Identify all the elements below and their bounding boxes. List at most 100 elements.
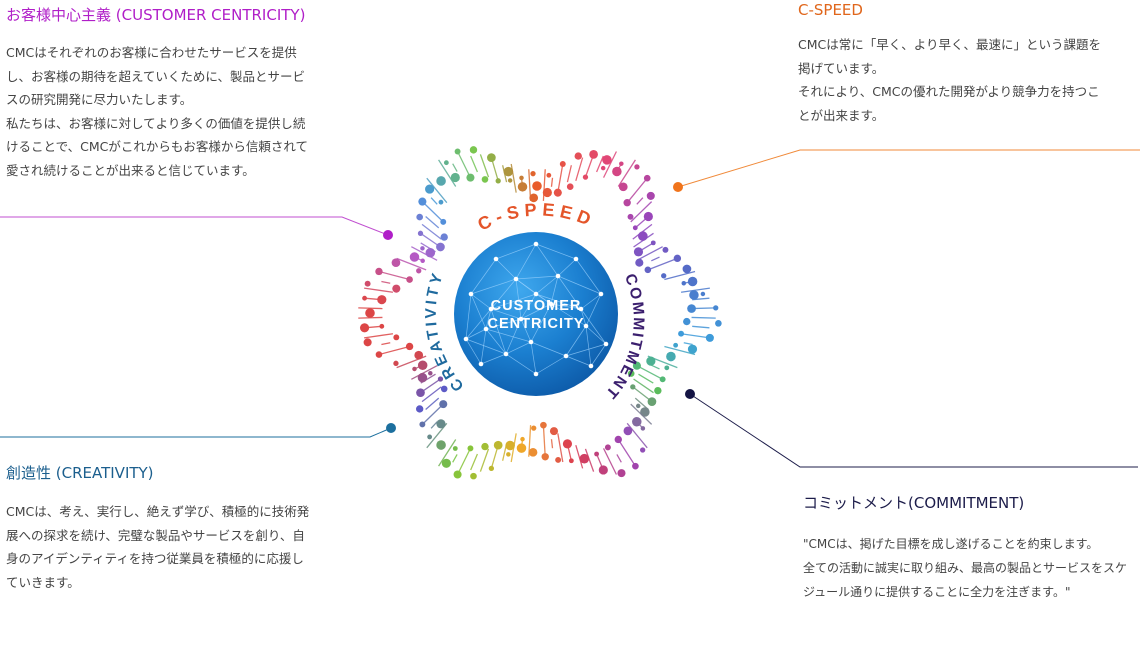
helix-bead <box>530 171 536 177</box>
helix-bead <box>553 188 562 197</box>
helix-bead <box>503 166 514 177</box>
helix-rung <box>557 433 564 463</box>
helix-bead <box>673 254 682 263</box>
mesh-node <box>588 363 594 369</box>
helix-bead <box>540 421 547 429</box>
helix-bead <box>516 443 527 453</box>
mesh-link <box>480 353 507 365</box>
c-speed-line-1: CMCは常に「早く、より早く、最速に」という課題を <box>798 37 1101 52</box>
mesh-link <box>465 338 507 355</box>
helix-rung <box>664 345 696 356</box>
helix-bead <box>420 258 425 264</box>
mesh-link <box>495 243 537 260</box>
helix-bead <box>614 435 622 444</box>
customer-centricity-globe: CUSTOMER CENTRICITY <box>454 232 618 396</box>
mesh-link <box>585 293 602 327</box>
helix-rung <box>584 448 595 472</box>
helix-bead <box>600 165 606 171</box>
helix-bead <box>627 370 635 377</box>
mesh-node <box>513 276 519 282</box>
helix-rung <box>626 177 648 204</box>
helix-bead <box>436 440 446 450</box>
mesh-link <box>530 341 537 375</box>
helix-bead <box>415 405 424 413</box>
helix-bead <box>391 258 401 268</box>
center-line-1: CUSTOMER <box>491 298 582 314</box>
mesh-node <box>533 371 539 377</box>
helix-bead <box>393 334 400 341</box>
creativity-line-2: 展への探求を続け、完璧な製品やサービスを創り、自 <box>6 527 305 543</box>
mesh-node <box>598 291 604 297</box>
mesh-link <box>557 275 582 310</box>
commitment-line-2: 全ての活動に誠実に取り組み、最高の製品とサービスをスケ <box>803 561 1128 575</box>
mesh-node <box>478 361 484 367</box>
helix-bead <box>487 153 496 162</box>
customer-centricity-line-3: スの研究開発に尽力いたします。 <box>6 92 193 107</box>
mesh-link <box>520 318 532 343</box>
helix-rung <box>651 364 660 370</box>
helix-bead <box>495 178 501 184</box>
helix-bead <box>393 360 399 366</box>
mesh-link <box>505 353 537 375</box>
mesh-node <box>583 323 589 329</box>
helix-bead <box>359 323 370 333</box>
helix-bead <box>582 174 589 180</box>
helix-rung <box>680 287 710 293</box>
connector-lines <box>0 149 1140 468</box>
mesh-link <box>535 275 559 295</box>
helix-bead <box>507 178 513 183</box>
mesh-link <box>485 318 522 330</box>
helix-bead <box>627 213 634 220</box>
helix-bead <box>662 246 669 253</box>
helix-bead <box>364 280 371 287</box>
helix-bead <box>481 442 489 451</box>
helix-bead <box>443 160 449 166</box>
mesh-link <box>520 293 537 320</box>
mesh-link <box>585 325 592 367</box>
helix-bead <box>643 174 651 182</box>
helix-bead <box>440 218 447 225</box>
c-speed-line-4: とが出来ます。 <box>798 107 885 123</box>
helix-rung <box>420 242 436 253</box>
helix-rung <box>457 151 472 178</box>
mesh-link <box>515 278 522 320</box>
creativity-line-4: ていきます。 <box>6 574 80 590</box>
helix-bead <box>678 330 685 337</box>
helix-rung <box>470 453 479 471</box>
helix-bead <box>640 426 646 431</box>
mesh-link <box>515 278 537 295</box>
connector-dots <box>383 182 695 433</box>
helix-bead <box>650 240 656 246</box>
mesh-node <box>483 326 489 332</box>
helix-bead <box>646 191 655 200</box>
helix-bead <box>440 233 448 241</box>
mesh-node <box>528 339 534 345</box>
helix-rung <box>425 397 440 410</box>
mesh-link <box>550 303 582 310</box>
helix-bead <box>683 317 691 326</box>
helix-bead <box>467 445 474 452</box>
creativity-line-1: CMCは、考え、実行し、絶えず学び、積極的に技術発 <box>6 504 310 519</box>
helix-bead <box>559 161 566 167</box>
helix-bead <box>481 176 489 183</box>
helix-rung <box>452 454 458 463</box>
helix-bead <box>632 225 638 231</box>
c-speed-section: C-SPEED CMCは常に「早く、より早く、最速に」という課題を 掲げています… <box>798 0 1138 127</box>
helix-bead <box>644 266 652 274</box>
helix-rung <box>421 201 444 223</box>
helix-bead <box>362 295 367 301</box>
helix-bead <box>436 176 446 186</box>
helix-bead <box>417 372 428 383</box>
helix-bead <box>589 150 598 159</box>
helix-bead <box>574 152 582 160</box>
helix-bead <box>416 268 422 274</box>
helix-rung <box>692 325 710 329</box>
mesh-link <box>505 341 532 355</box>
helix-bead <box>673 342 679 348</box>
helix-rung <box>421 403 444 425</box>
helix-rung <box>638 373 654 384</box>
helix-bead <box>441 458 451 468</box>
helix-bead <box>687 276 698 287</box>
helix-rung <box>438 439 457 467</box>
c-speed-title: C-SPEED <box>798 1 863 19</box>
